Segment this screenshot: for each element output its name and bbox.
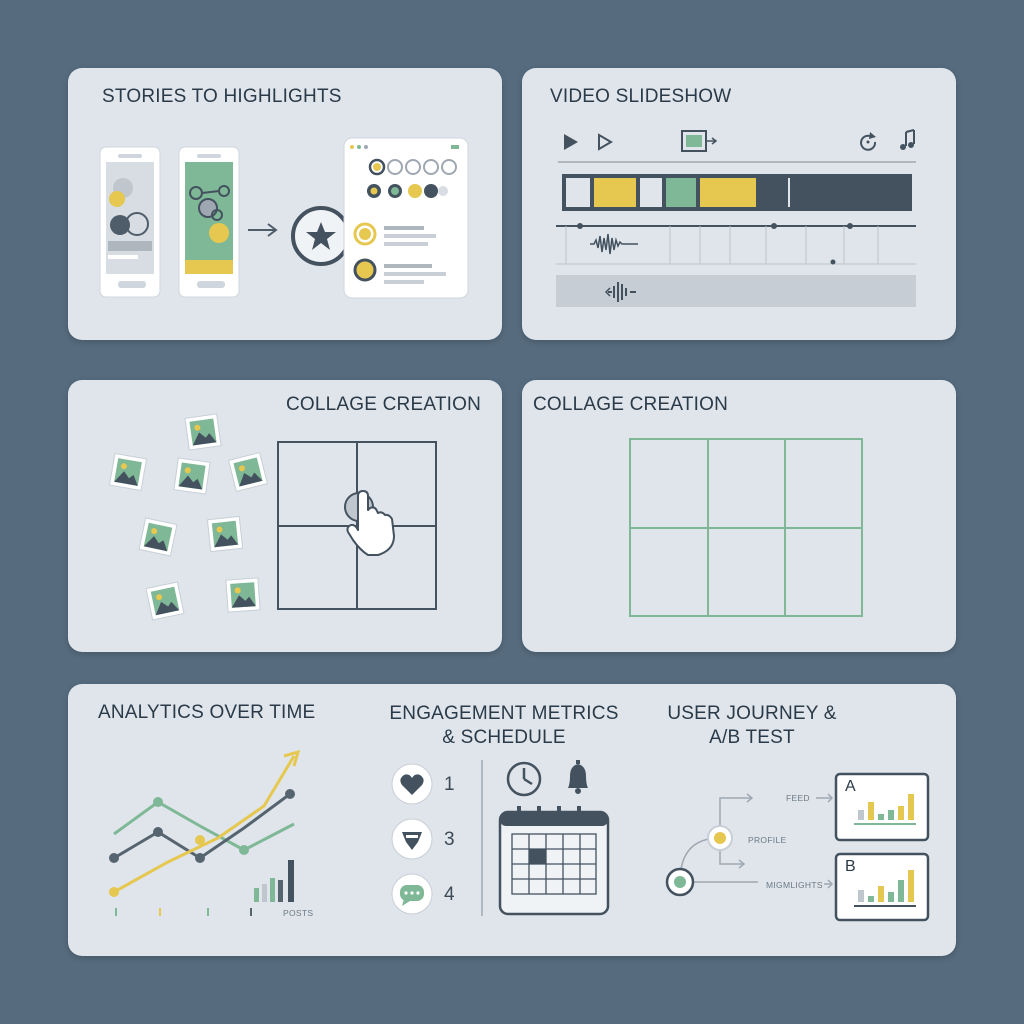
- photo-thumbnail-icon[interactable]: [206, 515, 244, 553]
- play-icon[interactable]: [564, 134, 578, 150]
- photo-thumbnail-icon[interactable]: [225, 577, 261, 613]
- clock-icon: [506, 761, 542, 797]
- journey-title-line2: A/B TEST: [709, 727, 795, 748]
- panel-title: COLLAGE CREATION: [533, 394, 728, 415]
- analytics-title: ANALYTICS OVER TIME: [98, 702, 316, 723]
- engagement-title: ENGAGEMENT METRICS & SCHEDULE: [384, 702, 624, 750]
- posts-mini-bars: [254, 860, 294, 902]
- engagement-title-line2: & SCHEDULE: [442, 727, 566, 748]
- comment-icon[interactable]: [391, 873, 433, 915]
- engagement-illustration: [391, 760, 610, 916]
- stories-illustration: [99, 137, 469, 299]
- journey-highlights-label: MIGMLIGHTS: [766, 880, 823, 890]
- journey-profile-label: PROFILE: [748, 835, 787, 845]
- journey-profile-node[interactable]: [707, 825, 733, 851]
- heart-icon[interactable]: [391, 763, 433, 805]
- journey-feed-label: FEED: [786, 793, 810, 803]
- stories-to-highlights-panel: STORIES TO HIGHLIGHTS: [68, 68, 502, 340]
- audio-ruler[interactable]: [556, 223, 916, 265]
- panel-title: COLLAGE CREATION: [286, 394, 481, 415]
- calendar-icon[interactable]: [498, 806, 610, 916]
- slideshow-timeline[interactable]: [562, 174, 912, 211]
- story-phone-1[interactable]: [99, 146, 161, 298]
- panel-title: STORIES TO HIGHLIGHTS: [102, 86, 342, 107]
- posts-label: POSTS: [283, 908, 314, 918]
- video-slideshow-panel: VIDEO SLIDESHOW: [522, 68, 956, 340]
- collage-left-illustration: [108, 413, 437, 621]
- variant-a-card[interactable]: [834, 772, 930, 842]
- photo-thumbnail-icon[interactable]: [228, 452, 268, 492]
- journey-title-line1: USER JOURNEY &: [667, 703, 837, 724]
- likes-count: 1: [444, 774, 455, 795]
- analytics-line-dark: [109, 789, 295, 863]
- variant-b-label: B: [845, 858, 856, 875]
- photo-thumbnail-icon[interactable]: [173, 457, 211, 495]
- shares-count: 3: [444, 829, 455, 850]
- bell-icon[interactable]: [568, 760, 588, 794]
- journey-start-node[interactable]: [665, 867, 695, 897]
- journey-title: USER JOURNEY & A/B TEST: [662, 702, 842, 750]
- variant-b-card[interactable]: [834, 852, 930, 922]
- collage-creation-panel-right: COLLAGE CREATION: [522, 380, 956, 652]
- variant-a-label: A: [845, 778, 856, 795]
- analytics-engagement-journey-panel: ANALYTICS OVER TIME: [68, 684, 956, 956]
- collage-grid-3x2[interactable]: [629, 438, 863, 617]
- audio-track-bar[interactable]: [556, 275, 916, 307]
- analytics-chart: [109, 749, 301, 916]
- photo-thumbnail-icon[interactable]: [184, 413, 222, 451]
- play-outline-icon[interactable]: [598, 133, 613, 151]
- share-icon[interactable]: [391, 818, 433, 860]
- photo-thumbnail-icon[interactable]: [145, 581, 185, 621]
- video-illustration: [556, 129, 916, 307]
- export-video-icon[interactable]: [681, 130, 718, 152]
- analytics-line-yellow: [109, 749, 301, 897]
- highlights-window[interactable]: [343, 137, 469, 299]
- analytics-ticks: [115, 908, 252, 916]
- collage-creation-panel-left: COLLAGE CREATION: [68, 380, 502, 652]
- star-highlight-icon[interactable]: [291, 206, 351, 266]
- collage-right-illustration: [629, 438, 863, 617]
- hand-pointer-icon: [344, 490, 395, 556]
- replay-icon[interactable]: [860, 132, 877, 151]
- panel-title: VIDEO SLIDESHOW: [550, 86, 732, 107]
- journey-illustration: [665, 772, 930, 922]
- arrow-right-icon: [248, 223, 278, 237]
- story-phone-2[interactable]: [178, 146, 240, 298]
- photo-thumbnail-icon[interactable]: [108, 452, 148, 492]
- music-note-icon[interactable]: [900, 129, 915, 150]
- photo-thumbnail-icon[interactable]: [138, 517, 178, 557]
- engagement-title-line1: ENGAGEMENT METRICS: [389, 703, 619, 724]
- analytics-line-green: [113, 797, 295, 855]
- comments-count: 4: [444, 884, 455, 905]
